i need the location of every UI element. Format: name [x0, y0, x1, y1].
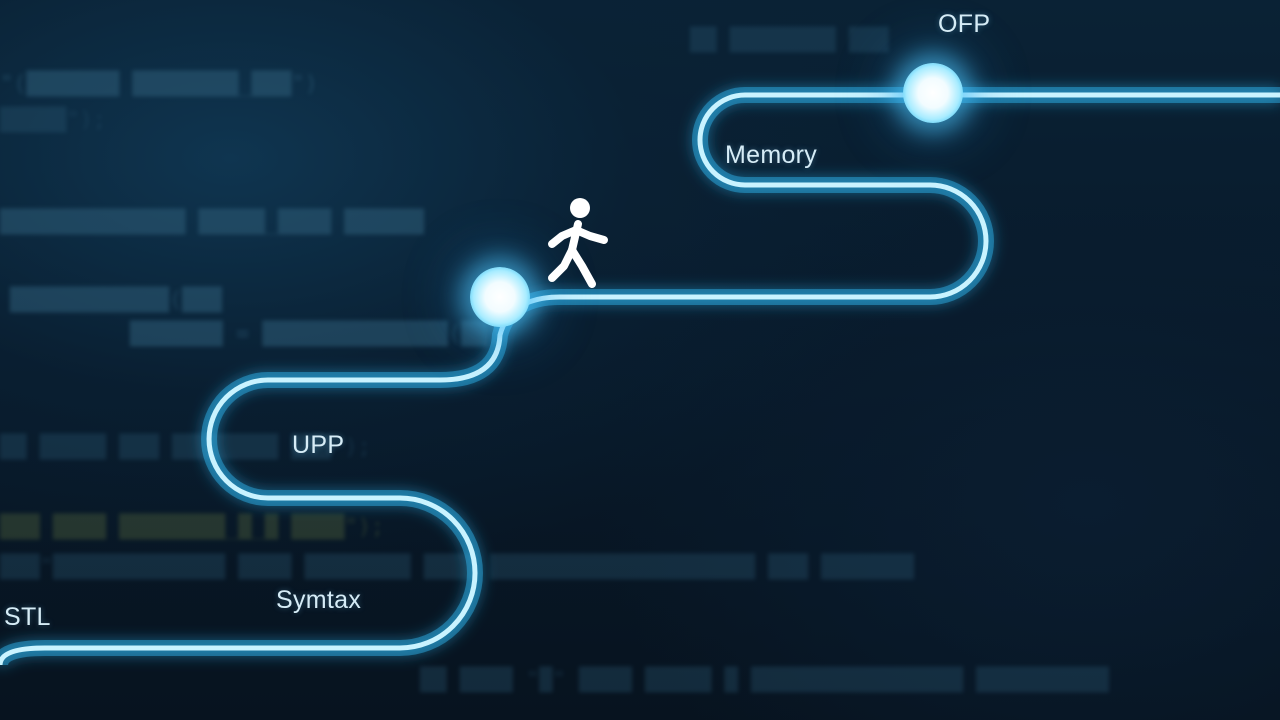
- milestone-node-oop: [470, 267, 530, 327]
- background-code-line: ████████████(███: [10, 288, 222, 313]
- background-code-line: ██ █████ ███ ████████ ███");: [0, 435, 371, 460]
- label-syntax: Symtax: [276, 586, 362, 614]
- background-code-line: ██ ████ "█" ████ █████ █ ███████████████…: [420, 668, 1109, 693]
- background-code-line: ██████████████ █████_████ ██████: [0, 210, 424, 235]
- milestone-node-ofp: [903, 63, 963, 123]
- background-code-line: "(███████ ████████_███"): [0, 72, 318, 97]
- label-ofp: OFP: [938, 10, 991, 38]
- label-stl: STL: [4, 603, 51, 631]
- background-code-line: ███"█████████████ ████ ████████ ████ ███…: [0, 555, 914, 580]
- walking-person-icon: [548, 198, 608, 288]
- background-code-line: █████");: [0, 108, 106, 133]
- background-code-line: ██ ████████ ███: [690, 28, 889, 53]
- label-memory: Memory: [725, 141, 818, 169]
- background-code-line: ███ ████ ████████_█_█ ████");: [0, 515, 385, 540]
- background-code-line: ███████ = ██████████████(██,: [130, 322, 501, 347]
- label-oop: UPP: [292, 431, 345, 459]
